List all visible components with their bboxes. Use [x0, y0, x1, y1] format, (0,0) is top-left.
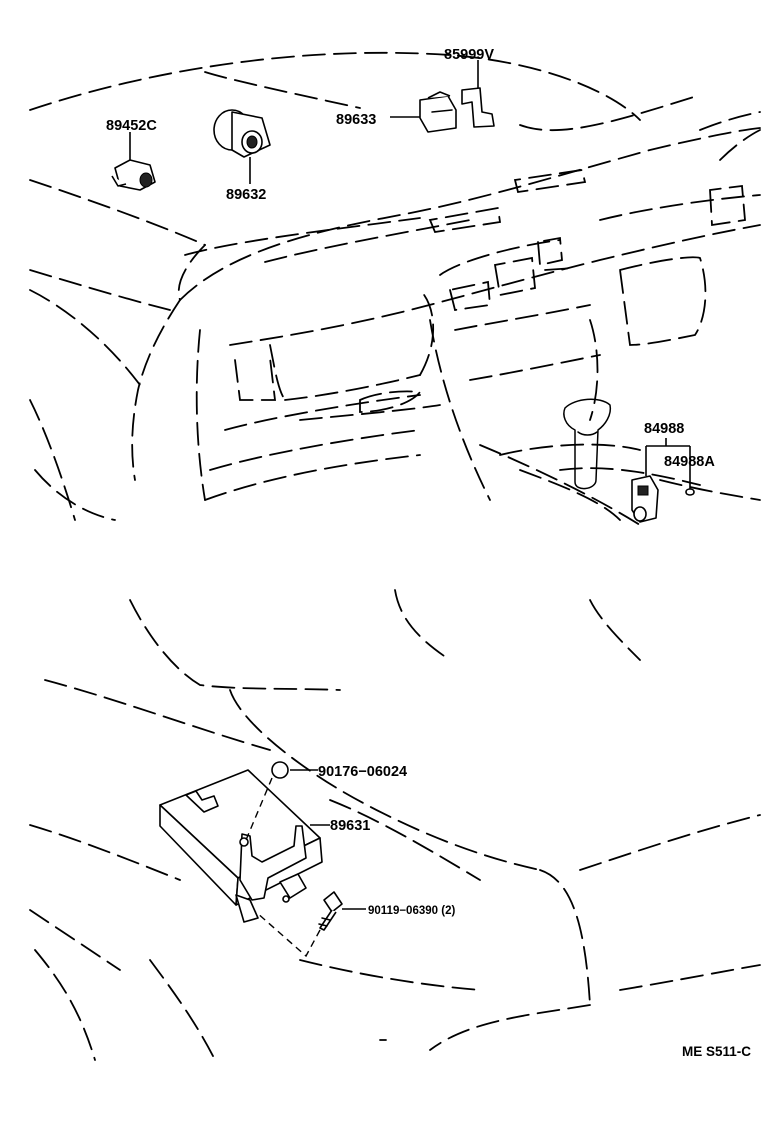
label-85999v: 85999V	[444, 47, 494, 63]
diagram-reference-code: ME S511-C	[682, 1044, 751, 1059]
label-84988a: 84988A	[664, 454, 715, 470]
label-84988: 84988	[644, 421, 684, 437]
part-90176-nut	[245, 761, 318, 841]
instrument-panel-illustration	[29, 51, 761, 526]
label-90176-06024: 90176−06024	[318, 764, 407, 780]
label-89452c: 89452C	[106, 118, 157, 134]
part-89632-buzzer	[213, 109, 271, 184]
part-85999v-bracket	[461, 60, 495, 128]
part-90119-bolt	[255, 891, 366, 958]
label-89633: 89633	[336, 112, 376, 128]
part-89631-control-box	[159, 769, 330, 923]
part-84988-switch	[631, 438, 695, 523]
label-90119-06390: 90119−06390 (2)	[368, 905, 455, 917]
label-89632: 89632	[226, 187, 266, 203]
mounting-area-illustration	[29, 589, 761, 1061]
part-89452c-sensor	[111, 132, 156, 191]
label-89631: 89631	[330, 818, 370, 834]
part-89633-sensor	[390, 91, 457, 133]
